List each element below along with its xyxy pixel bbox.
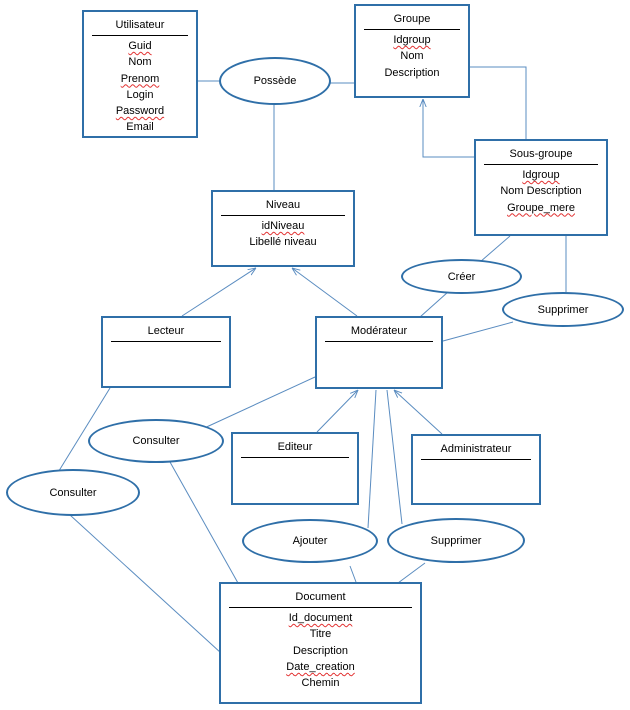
attribute: Idgroup [393,34,431,46]
arrow-moderateur-niveau [292,268,358,317]
divider [364,29,460,30]
link-groupe-sous-groupe [470,66,527,139]
arrow-sous-groupe-groupe [423,99,474,158]
attribute: Nom [128,56,152,69]
divider [111,341,221,342]
entity-title: Groupe [393,13,431,25]
attribute: Nom [400,50,424,63]
entity-moderateur: Modérateur [315,316,443,389]
attribute: Idgroup [522,169,560,181]
link-lecteur-consulter [56,387,111,475]
arrow-editeur-moderateur [316,390,358,433]
link-sous-groupe-creer [479,235,511,263]
relation-ajouter: Ajouter [242,519,378,563]
link-supprimer-document [397,562,426,584]
attribute: Login [126,88,154,101]
link-supprimer-moderateur [442,321,514,342]
divider [484,164,598,165]
entity-title: Document [295,591,346,603]
arrow-lecteur-niveau [181,268,256,317]
attribute: Libellé niveau [249,236,317,249]
entity-title: Editeur [277,441,313,453]
relation-consulter-lecteur: Consulter [6,469,140,516]
link-moderateur-consulter [199,376,316,431]
divider [325,341,433,342]
attribute: Email [126,121,154,134]
attribute: Titre [309,628,332,641]
entity-title: Niveau [265,199,301,211]
divider [221,215,345,216]
entity-utilisateur: Utilisateur Guid Nom Prenom Login Passwo… [82,10,198,138]
entity-niveau: Niveau idNiveau Libellé niveau [211,190,355,267]
attribute: Date_creation [286,660,355,673]
relation-supprimer-document: Supprimer [387,518,525,563]
relation-creer: Créer [401,259,522,294]
entity-lecteur: Lecteur [101,316,231,388]
divider [92,35,188,36]
entity-title: Administrateur [440,443,512,455]
link-moderateur-supprimer [386,389,403,525]
link-moderateur-ajouter [367,389,377,529]
attribute: Prenom [120,72,160,85]
attribute: Chemin [301,677,340,690]
entity-title: Utilisateur [115,19,165,31]
attribute: Description [384,66,440,79]
attribute: Password [115,105,165,118]
attribute: Groupe_mere [507,201,575,214]
entity-sous-groupe: Sous-groupe Idgroup Nom Description Grou… [474,139,608,236]
entity-editeur: Editeur [231,432,359,505]
link-ajouter-document [349,565,357,583]
arrow-administrateur-moderateur [394,390,443,435]
link-creer-moderateur [419,291,449,318]
relation-consulter-moderateur: Consulter [88,419,224,463]
attribute: Description [292,644,349,657]
entity-title: Modérateur [350,325,408,337]
link-consulter-document [69,514,222,654]
relation-supprimer-groupe: Supprimer [502,292,624,327]
divider [229,607,412,608]
entity-title: Sous-groupe [509,148,573,160]
relation-possede: Possède [219,57,331,105]
divider [421,459,531,460]
entity-administrateur: Administrateur [411,434,541,505]
attribute: Guid [128,40,152,52]
link-consulter-document-2 [169,461,239,584]
divider [241,457,349,458]
entity-title: Lecteur [147,325,185,337]
entity-document: Document Id_document Titre Description D… [219,582,422,704]
attribute: Nom Description [500,185,582,198]
entity-groupe: Groupe Idgroup Nom Description [354,4,470,98]
attribute: idNiveau [261,220,305,232]
attribute: Id_document [288,612,353,624]
